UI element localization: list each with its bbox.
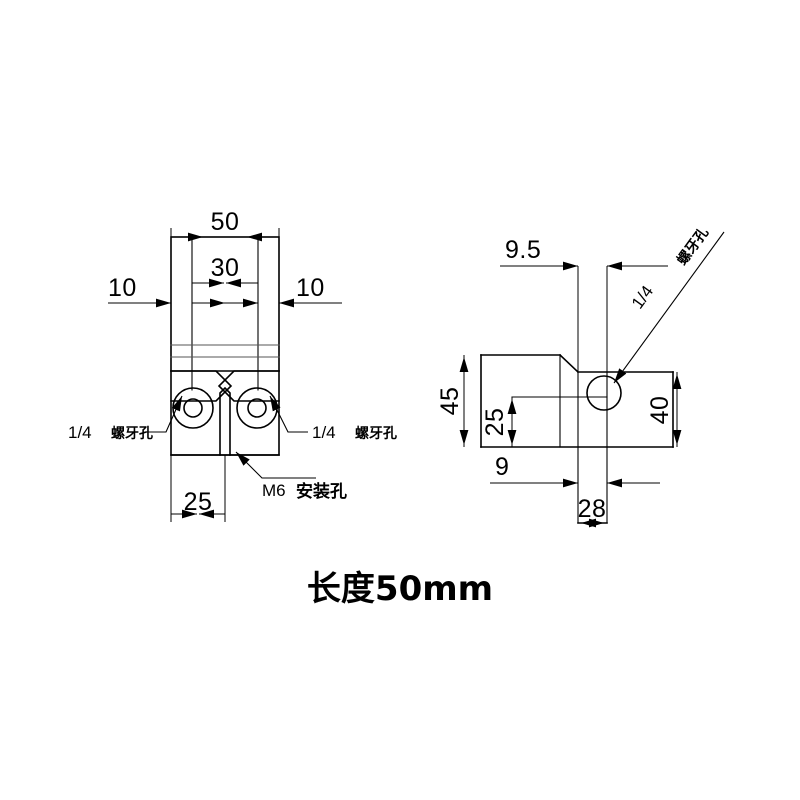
dim-50-text: 50 (211, 208, 240, 236)
callout-m6-label-latin: M6 (262, 481, 286, 500)
dim-front-slot-width: 30 (192, 254, 258, 288)
callout-side-thread-label-latin: 1/4 (628, 282, 657, 312)
dim-30-text: 30 (211, 254, 240, 282)
dim-9-text: 9 (495, 453, 509, 481)
callout-front-left-thread: 1/4 螺牙孔 (68, 395, 183, 442)
callout-front-mounting-hole: M6 安装孔 (235, 451, 347, 502)
front-left-thread-hole-outer (172, 387, 214, 429)
side-view-geometry (480, 353, 674, 524)
dim-side-left-offset: 9 (490, 453, 660, 488)
callout-side-thread-leader (613, 231, 725, 384)
callout-side-thread-label-cjk: 螺牙孔 (673, 224, 711, 268)
callout-right-thread-label-latin: 1/4 (312, 423, 336, 442)
front-left-thread-hole-inner (183, 398, 203, 418)
front-right-thread-hole-inner (247, 398, 267, 418)
front-right-vee-pocket (217, 370, 280, 402)
callout-side-thread: 1/4 螺牙孔 (613, 224, 725, 384)
dim-front-overall-width: 50 (170, 208, 280, 242)
front-center-slot (219, 386, 231, 456)
callout-left-thread-label-cjk: 螺牙孔 (111, 425, 153, 442)
dim-side-top-offset: 9.5 (500, 236, 668, 372)
drawing-title: 长度50mm (307, 569, 493, 609)
dim-40-text: 40 (646, 396, 674, 425)
dim-10-left-text: 10 (108, 274, 137, 302)
callout-m6-leader (235, 451, 316, 479)
callout-left-thread-label-latin: 1/4 (68, 423, 92, 442)
dim-25-text: 25 (184, 488, 213, 516)
front-left-vee-pocket (170, 370, 233, 402)
dim-95-text: 9.5 (505, 236, 541, 264)
front-right-thread-hole-outer (236, 387, 278, 429)
dim-side-mid-height: 25 (481, 397, 517, 447)
dim-28-text: 28 (578, 495, 607, 523)
callout-right-thread-leader (269, 395, 308, 433)
dim-front-left-wall: 10 (108, 274, 225, 308)
dim-side-right-height: 40 (646, 372, 682, 447)
callout-front-right-thread: 1/4 螺牙孔 (269, 395, 397, 442)
side-chamfer-edge (558, 353, 580, 374)
dim-front-bottom-width: 25 (170, 455, 226, 522)
dim-side-base-width: 28 (578, 495, 607, 528)
dim-side-overall-height: 45 (436, 355, 469, 447)
callout-right-thread-label-cjk: 螺牙孔 (355, 425, 397, 442)
callout-m6-label-cjk: 安装孔 (296, 481, 347, 502)
dim-10-right-text: 10 (296, 274, 325, 302)
dim-25b-text: 25 (481, 408, 509, 437)
dim-front-right-wall: 10 (225, 274, 342, 308)
callout-left-thread-leader (146, 395, 183, 433)
side-thread-hole-circle (586, 375, 622, 411)
dim-45-text: 45 (436, 387, 464, 416)
